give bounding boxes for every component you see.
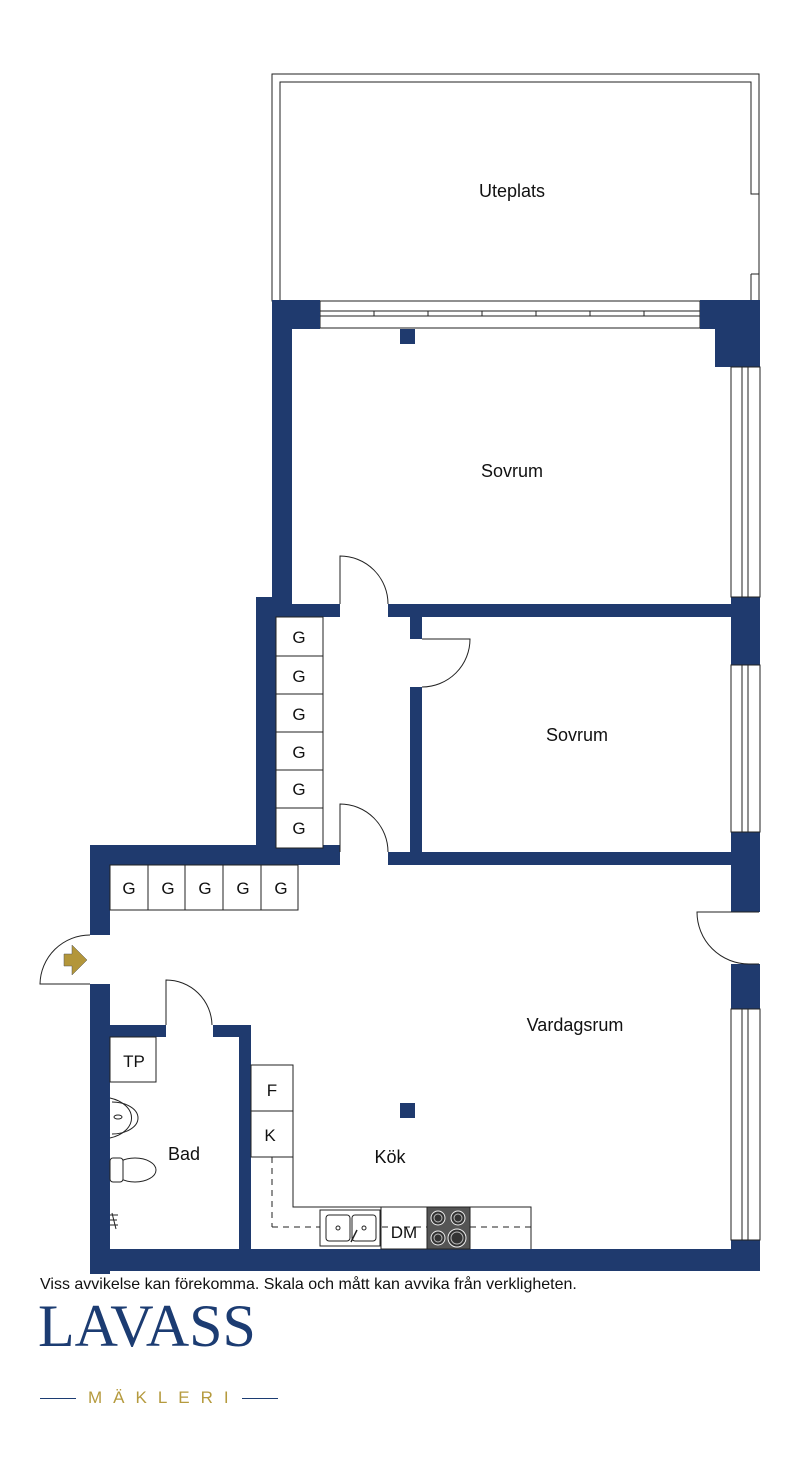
- wardrobe-label: G: [122, 879, 135, 898]
- wardrobe-label: G: [292, 819, 305, 838]
- room-label-kok: Kök: [374, 1147, 406, 1167]
- stove-icon: [426, 1206, 471, 1250]
- sink-icon: [319, 1209, 381, 1247]
- tagline-divider: [40, 1398, 76, 1399]
- tagline-divider: [242, 1398, 278, 1399]
- toilet-icon: [109, 1157, 157, 1183]
- hall-wardrobes: G G G G G: [109, 864, 299, 911]
- corridor-wardrobes: G G G G G G: [275, 616, 324, 849]
- wardrobe-label: G: [161, 879, 174, 898]
- wardrobe-label: G: [292, 780, 305, 799]
- entrance-arrow-icon: [63, 944, 88, 976]
- brand-tagline: MÄKLERI: [40, 1388, 280, 1408]
- tp-label: TP: [123, 1052, 145, 1071]
- room-label-sovrum: Sovrum: [481, 461, 543, 481]
- room-label-sovrum: Sovrum: [546, 725, 608, 745]
- wardrobe-label: G: [292, 628, 305, 647]
- tagline-text: MÄKLERI: [88, 1388, 240, 1407]
- wardrobe-label: G: [292, 743, 305, 762]
- wardrobe-label: G: [292, 705, 305, 724]
- wardrobe-label: G: [274, 879, 287, 898]
- floor-plan: G G G G G G G G G G G TP F: [39, 73, 761, 1274]
- room-label-bad: Bad: [168, 1144, 200, 1164]
- sink-icon: [109, 1097, 132, 1139]
- walls: [90, 300, 760, 1274]
- fridge-label: F: [267, 1081, 277, 1100]
- wardrobe-label: G: [236, 879, 249, 898]
- room-label-vardagsrum: Vardagsrum: [527, 1015, 624, 1035]
- right-windows: [730, 366, 761, 1241]
- wardrobe-label: G: [198, 879, 211, 898]
- brand-logo: LAVASS: [38, 1293, 256, 1359]
- kitchen: F K DM: [250, 1064, 532, 1250]
- bathroom-fixtures: TP: [109, 1036, 157, 1230]
- dishwasher-label: DM: [391, 1223, 417, 1242]
- balcony-window: [319, 300, 701, 329]
- floor-drain-icon: [110, 1212, 118, 1230]
- disclaimer-text: Viss avvikelse kan förekomma. Skala och …: [40, 1276, 577, 1293]
- room-label-uteplats: Uteplats: [479, 181, 545, 201]
- wardrobe-label: G: [292, 667, 305, 686]
- freezer-label: K: [264, 1126, 276, 1145]
- doors: [39, 555, 759, 1026]
